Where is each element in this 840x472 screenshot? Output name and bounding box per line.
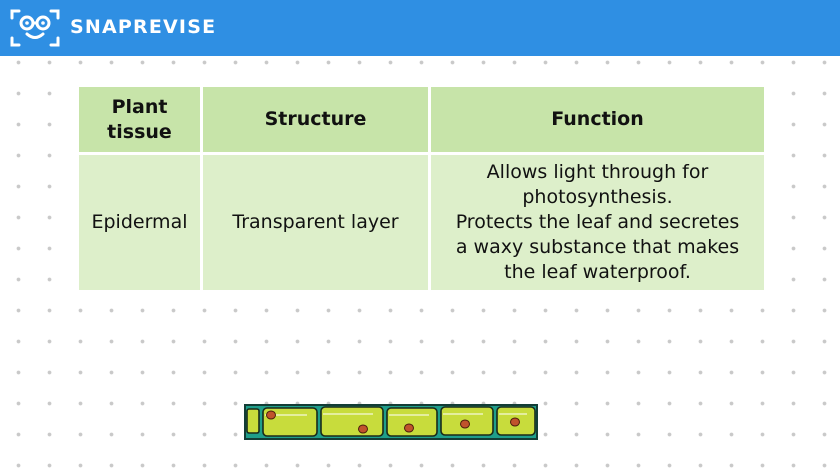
plant-tissue-table: Plant tissue Structure Function Epiderma… [76, 84, 767, 293]
cell-structure: Transparent layer [200, 152, 431, 293]
column-header-function: Function [428, 84, 767, 155]
app-header: SNAPREVISE [0, 0, 840, 56]
epidermal-cell-layer-icon [244, 404, 538, 440]
table-row: Epidermal Transparent layer Allows light… [76, 152, 767, 293]
mascot-face-icon[interactable] [10, 8, 60, 48]
column-header-plant-tissue: Plant tissue [76, 84, 203, 155]
column-header-structure: Structure [200, 84, 431, 155]
cell-function: Allows light through for photosynthesis.… [428, 152, 767, 293]
table-header-row: Plant tissue Structure Function [76, 84, 767, 155]
cell-tissue: Epidermal [76, 152, 203, 293]
brand-name: SNAPREVISE [70, 16, 217, 38]
